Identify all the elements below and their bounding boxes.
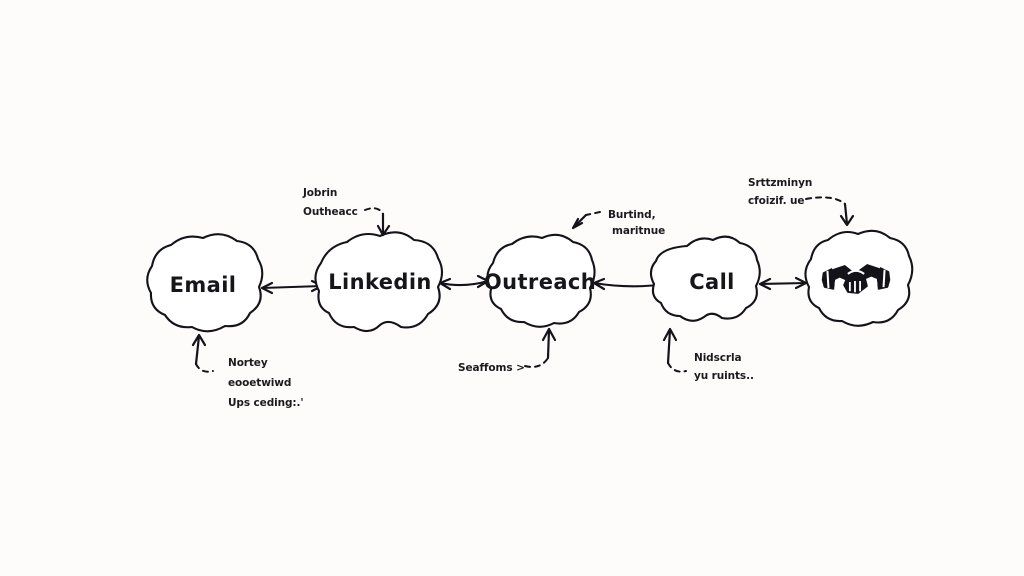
node-call[interactable]: Call: [649, 235, 761, 322]
annotation-line: Jobrin: [302, 187, 337, 199]
annotation-call-bottom: Nidscrla yu ruints..: [662, 327, 754, 382]
node-label-outreach: Outreach: [484, 270, 596, 294]
cloud-shape-call: [649, 235, 761, 322]
annotation-line: Nortey: [228, 357, 268, 369]
annotation-linkedin-top: Jobrin Outheacc: [302, 187, 391, 237]
annotation-line: Nidscrla: [694, 352, 741, 364]
node-linkedin[interactable]: Linkedin: [314, 231, 444, 333]
connector-linkedin-outreach: [438, 274, 490, 291]
cloud-shape-linkedin: [314, 231, 444, 333]
annotation-line: Burtind,: [608, 209, 655, 221]
annotation-line: Outheacc: [303, 206, 358, 218]
annotation-line: Srttzminyn: [748, 177, 812, 189]
annotation-outreach-top: Burtind, maritnue: [571, 209, 665, 237]
node-outreach[interactable]: Outreach: [484, 233, 596, 328]
node-label-call: Call: [689, 270, 735, 294]
annotation-line: yu ruints..: [694, 370, 754, 382]
cloud-shape-outreach: [486, 233, 596, 328]
annotation-email-bottom: Nortey eooetwiwd Ups ceding:.': [191, 333, 304, 409]
annotation-line: cfoizif. ue: [748, 195, 804, 207]
handshake-icon: [821, 264, 891, 294]
annotation-line: maritnue: [612, 225, 665, 237]
annotation-outreach-bottom: Seaffoms >: [458, 327, 557, 374]
annotation-deal-top: Srttzminyn cfoizif. ue: [748, 177, 855, 227]
annotation-line: Seaffoms >: [458, 362, 525, 374]
node-deal[interactable]: [804, 229, 914, 327]
cloud-shape-email: [146, 233, 264, 333]
node-email[interactable]: Email: [146, 233, 264, 333]
annotation-line: eooetwiwd: [228, 377, 291, 389]
connector-call-deal: [758, 276, 808, 291]
connector-email-linkedin: [260, 279, 324, 295]
annotation-line: Ups ceding:.': [228, 397, 304, 409]
node-label-linkedin: Linkedin: [328, 270, 432, 294]
node-label-email: Email: [170, 273, 237, 297]
